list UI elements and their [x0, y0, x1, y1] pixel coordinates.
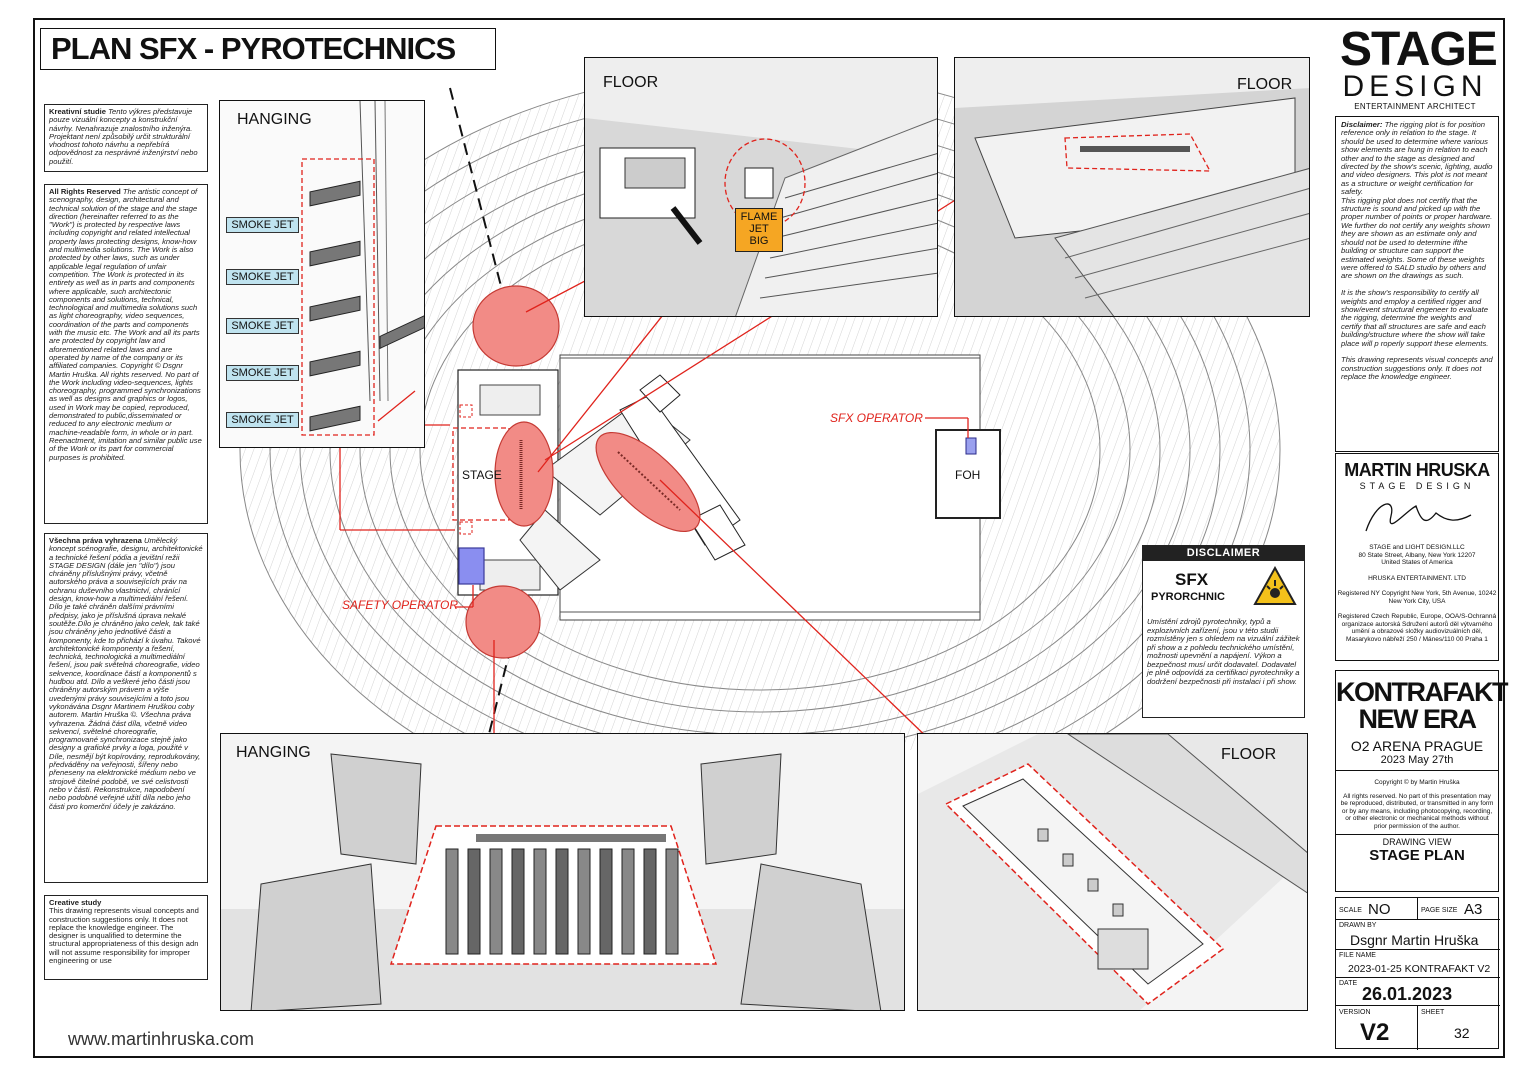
drawing-view-label: DRAWING VIEW — [1382, 837, 1452, 847]
hanging-truss-render — [301, 101, 424, 436]
project-venue: O2 ARENA PRAGUE — [1350, 738, 1484, 754]
logo-tagline: ENTERTAINMENT ARCHITECT — [1354, 102, 1476, 111]
project-copyright: Copyright © by Martin Hruška — [1374, 779, 1460, 786]
drawing-view: STAGE PLAN — [1369, 847, 1465, 864]
sfx-disclaimer-header: DISCLAIMER — [1143, 546, 1304, 561]
project-block: KONTRAFAKT NEW ERA O2 ARENA PRAGUE 2023 … — [1335, 670, 1508, 892]
panel-floor-top-center: FLOOR FLAME JET BIG — [584, 57, 938, 317]
designer-block: MARTIN HRUSKA STAGE DESIGN STAGE and LIG… — [1335, 453, 1499, 661]
project-rights: All rights reserved. No part of this pre… — [1340, 792, 1494, 830]
explosive-warning-icon — [1253, 566, 1297, 605]
designer-company: STAGE and LIGHT DESIGN.LLC — [1369, 544, 1465, 551]
note-kreativni-studie: Kreativní studie Tento výkres představuj… — [44, 104, 208, 172]
smoke-jet-label-5: SMOKE JET — [226, 412, 299, 428]
floor-render-right — [955, 88, 1309, 316]
panel-label-floor-right: FLOOR — [1237, 76, 1293, 93]
signature — [1365, 503, 1472, 532]
scale-value: NO — [1368, 901, 1391, 918]
flame-jet-label: FLAME JET BIG — [735, 208, 783, 252]
page-size-cell: PAGE SIZE A3 — [1418, 898, 1500, 920]
rack-unit — [599, 848, 613, 955]
logo-line-2: DESIGN — [1342, 70, 1488, 103]
hanging-bottom-render — [221, 753, 904, 1010]
panel-floor-bottom: FLOOR — [917, 733, 1308, 1011]
rack-unit — [467, 848, 481, 955]
sfx-subtitle: PYRORCHNIC — [1151, 591, 1225, 603]
panel-hanging-top: HANGING — [219, 100, 425, 448]
rack-unit — [665, 848, 679, 955]
smoke-jet-label-3: SMOKE JET — [226, 318, 299, 334]
stage-design-logo: STAGE DESIGN ENTERTAINMENT ARCHITECT — [1340, 23, 1498, 112]
drawn-by-cell: DRAWN BY Dsgnr Martin Hruška — [1336, 920, 1500, 950]
designer-name: MARTIN HRUSKA — [1344, 460, 1490, 480]
safety-operator-label: SAFETY OPERATOR — [342, 598, 459, 612]
version-cell: VERSION V2 — [1336, 1006, 1418, 1050]
panel-label-floor-center: FLOOR — [603, 74, 659, 91]
date-value: 26.01.2023 — [1362, 984, 1453, 1004]
rack-unit — [445, 848, 459, 955]
sfx-title: SFX — [1175, 570, 1209, 589]
sfx-operator-label: SFX OPERATOR — [830, 411, 923, 425]
file-name-value: 2023-01-25 KONTRAFAKT V2 — [1348, 963, 1491, 975]
flame-jet-line-3: BIG — [749, 235, 769, 247]
designer-addr2: United States of America — [1381, 559, 1453, 566]
project-name-2: NEW ERA — [1358, 704, 1478, 734]
sheet-value: 32 — [1454, 1025, 1470, 1041]
rack-unit — [555, 848, 569, 955]
date-cell: DATE 26.01.2023 — [1336, 978, 1500, 1006]
smoke-jet-label-1: SMOKE JET — [226, 217, 299, 233]
panel-label-hanging-bottom: HANGING — [236, 744, 311, 761]
stage-label: STAGE — [462, 468, 502, 482]
sfx-disclaimer-box: DISCLAIMER SFX PYRORCHNIC Umístění zdroj… — [1142, 545, 1305, 718]
designer-reg-ny: Registered NY Copyright New York, 5th Av… — [1337, 590, 1497, 605]
scale-cell: SCALE NO — [1336, 898, 1418, 920]
flame-jet-line-1: FLAME — [740, 211, 778, 223]
rack-unit — [489, 848, 503, 955]
foh-label: FOH — [955, 468, 981, 482]
floor-bottom-render — [918, 734, 1307, 1010]
note-all-rights-reserved: All Rights Reserved The artistic concept… — [44, 184, 208, 524]
logo-line-1: STAGE — [1340, 23, 1498, 76]
rack-unit — [511, 848, 525, 955]
note-vsechna-prava: Všechna práva vyhrazena Umělecký koncept… — [44, 533, 208, 883]
sfx-disclaimer-body: Umístění zdrojů pyrotechniky, typů a exp… — [1147, 617, 1300, 686]
designer-sub: STAGE DESIGN — [1359, 481, 1475, 491]
version-value: V2 — [1360, 1019, 1390, 1046]
designer-ent: HRUSKA ENTERTAINMENT. LTD — [1368, 574, 1466, 582]
project-date: 2023 May 27th — [1380, 754, 1454, 766]
website-link[interactable]: www.martinhruska.com — [68, 1029, 255, 1049]
rigging-disclaimer: Disclaimer: The rigging plot is for posi… — [1335, 116, 1499, 452]
sheet-cell: SHEET 32 — [1421, 1009, 1470, 1041]
floor-render-center — [585, 118, 937, 316]
smoke-jet-label-2: SMOKE JET — [226, 269, 299, 285]
project-name-1: KONTRAFAKT — [1336, 677, 1508, 707]
rack-unit — [621, 848, 635, 955]
page-title: PLAN SFX - PYROTECHNICS — [40, 28, 496, 70]
panel-floor-top-right: FLOOR — [954, 57, 1310, 317]
title-block: SCALE NO PAGE SIZE A3 DRAWN BY Dsgnr Mar… — [1335, 897, 1500, 1050]
rack-unit — [643, 848, 657, 955]
designer-reg-cz: Registered Czech Republic, Europe, OOA/S… — [1337, 613, 1497, 643]
panel-label-hanging-top: HANGING — [237, 111, 312, 128]
sheet-border — [33, 18, 1505, 1058]
rack-unit — [533, 848, 547, 955]
designer-addr1: 80 State Street, Albany, New York 12207 — [1358, 551, 1476, 559]
file-name-cell: FILE NAME 2023-01-25 KONTRAFAKT V2 — [1336, 950, 1500, 978]
panel-label-floor-bottom: FLOOR — [1221, 746, 1277, 763]
flame-jet-line-2: JET — [749, 223, 769, 235]
rack-unit — [577, 848, 591, 955]
page-size-value: A3 — [1464, 901, 1483, 918]
drawn-by-value: Dsgnr Martin Hruška — [1350, 932, 1479, 948]
panel-hanging-bottom: HANGING — [220, 733, 905, 1011]
smoke-jet-label-4: SMOKE JET — [226, 365, 299, 381]
